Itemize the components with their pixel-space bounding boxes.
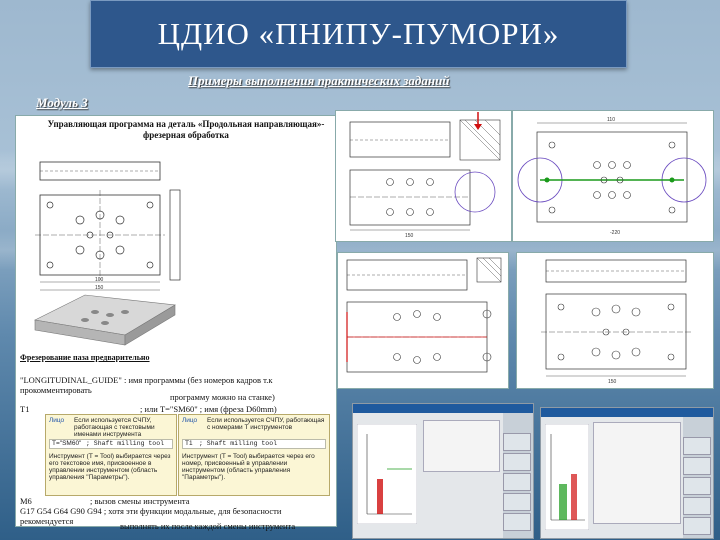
dimension-label: 100	[95, 277, 104, 283]
recommend-line: рекомендуется	[20, 516, 74, 526]
cnc-softkey[interactable]	[683, 477, 711, 495]
cnc-header	[353, 404, 533, 413]
dimension-label: 150	[95, 285, 104, 291]
part-drawing-b: 110 -220	[517, 117, 707, 236]
cnc-softkey[interactable]	[503, 473, 531, 491]
document-title: Управляющая программа на деталь «Продоль…	[47, 119, 325, 140]
code-line: T="SM60" ; Shaft milling tool	[49, 439, 173, 449]
cnc-parameter-table	[423, 420, 500, 472]
part-drawing-c	[346, 257, 502, 373]
cnc-softkey[interactable]	[503, 493, 531, 511]
g17-line: G17 G54 G64 G90 G94 ; хотя эти функции м…	[20, 506, 282, 516]
after-line: выполнять их после каждой смены инструме…	[120, 521, 296, 531]
section-subtitle: Примеры выполнения практических заданий	[188, 73, 450, 88]
cnc-softkey-bar	[503, 413, 533, 538]
cnc-parameter-table	[593, 422, 681, 524]
cnc-softkey[interactable]	[683, 517, 711, 535]
cnc-softkey[interactable]	[683, 437, 711, 455]
part-drawing-a: 150	[349, 112, 501, 239]
text-tool-box: Лицо Если используется СЧПУ, работающая …	[45, 414, 177, 496]
box-header-face: Лицо	[182, 417, 198, 424]
cnc-softkey[interactable]	[503, 453, 531, 471]
box-header-desc: Если используется СЧПУ, работающая с ном…	[207, 417, 325, 431]
cnc-softkey[interactable]	[683, 457, 711, 475]
code-text: T1	[185, 440, 193, 447]
code-line: T1 ; Shaft milling tool	[182, 439, 326, 449]
cnc-softkey[interactable]	[683, 497, 711, 515]
cnc-softkey[interactable]	[503, 433, 531, 451]
m6-text: ; вызов смены инструмента	[90, 496, 190, 506]
drawing-panel-d	[516, 252, 714, 389]
dimension-label: 150	[608, 379, 617, 385]
box-note: Инструмент (T = Tool) выбирается через е…	[49, 453, 171, 481]
cnc-softkey[interactable]	[503, 513, 531, 531]
program-name-line: "LONGITUDINAL_GUIDE" : имя программы (бе…	[20, 375, 273, 385]
cnc-preview-graphic	[545, 424, 589, 530]
cnc-screen-left	[352, 403, 534, 539]
module-label: Модуль 3	[36, 95, 88, 110]
program-name-line-2: программу можно на станке)	[170, 392, 275, 402]
part-drawing-left: 100 150	[35, 161, 181, 291]
box-note: Инструмент (T = Tool) выбирается через е…	[182, 453, 315, 481]
photo-caption: Фрезерование паза предварительно	[20, 353, 150, 362]
cnc-screen-right	[540, 407, 714, 539]
part-3d-render	[34, 294, 176, 346]
dimension-label: 110	[607, 117, 615, 123]
cnc-preview-graphic	[357, 424, 417, 524]
cnc-softkey-bar	[683, 417, 713, 538]
page-title: ЦДИО «ПНИПУ-ПУМОРИ»	[157, 16, 560, 51]
t1-label: T1	[20, 404, 30, 414]
code-comment: ; Shaft milling tool	[199, 440, 278, 447]
dimension-label: -220	[610, 230, 620, 236]
number-tool-box: Лицо Если используется СЧПУ, работающая …	[178, 414, 330, 496]
part-drawing-d: 150	[541, 259, 691, 385]
dimension-label: 150	[405, 233, 414, 239]
box-header-face: Лицо	[49, 417, 65, 424]
code-text: T="SM60"	[52, 440, 82, 447]
cnc-header	[541, 408, 713, 417]
comment-line: прокомментировать	[20, 385, 92, 395]
m6-label: M6	[20, 496, 32, 506]
code-comment: ; Shaft milling tool	[86, 440, 165, 447]
title-banner: ЦДИО «ПНИПУ-ПУМОРИ»	[90, 0, 627, 68]
t1-text: ; или T="SM60" ; имя (фреза D60mm)	[140, 404, 277, 414]
box-header-desc: Если используется СЧПУ, работающая с тек…	[74, 417, 155, 438]
